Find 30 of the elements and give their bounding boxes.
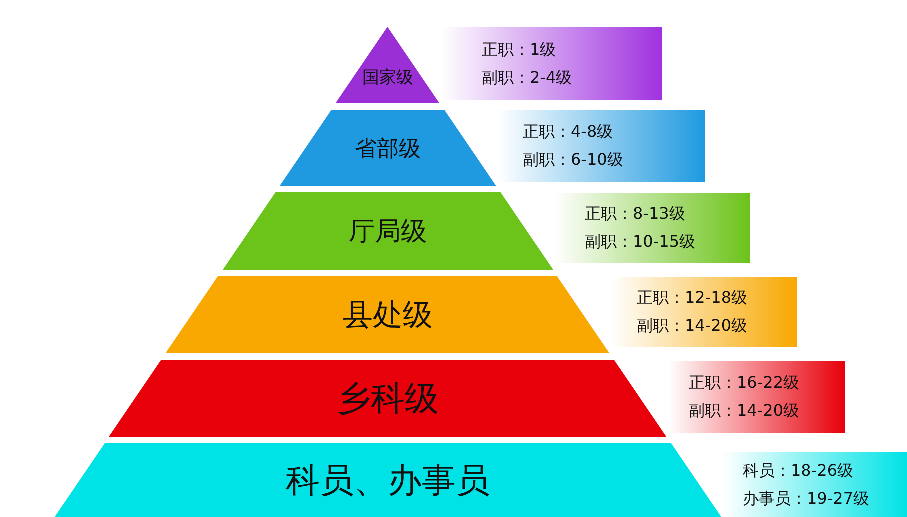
tier-label: 省部级 (354, 136, 422, 164)
tier-label: 厅局级 (348, 216, 428, 250)
rank-text: 正职：16-22级 (689, 372, 800, 394)
pyramid-tier (280, 110, 496, 186)
tier-label: 国家级 (361, 66, 414, 89)
tier-label: 乡科级 (336, 378, 440, 422)
pyramid-tier (109, 360, 667, 437)
pyramid-tier (54, 443, 722, 517)
rank-text: 副职：6-10级 (523, 149, 624, 171)
tier-label: 县处级 (342, 297, 434, 335)
rank-text: 副职：10-15级 (585, 231, 696, 253)
rank-panel (442, 27, 662, 100)
tier-label: 科员、办事员 (284, 460, 491, 503)
rank-panel (555, 193, 750, 263)
rank-panel (612, 277, 797, 347)
rank-panel (498, 110, 705, 182)
rank-panel (669, 361, 845, 433)
pyramid-tier (222, 192, 554, 270)
rank-text: 科员：18-26级 (743, 460, 854, 482)
pyramid-tier (336, 27, 440, 103)
rank-text: 正职：8-13级 (585, 203, 686, 225)
rank-text: 正职：4-8级 (523, 121, 614, 143)
rank-text: 办事员：19-27级 (743, 488, 870, 510)
rank-panel (723, 452, 907, 517)
pyramid-tier (166, 276, 610, 353)
rank-text: 副职：2-4级 (482, 66, 574, 88)
rank-text: 副职：14-20级 (637, 315, 748, 337)
rank-text: 正职：1级 (482, 38, 558, 60)
rank-text: 副职：14-20级 (689, 400, 800, 422)
rank-text: 正职：12-18级 (637, 287, 748, 309)
